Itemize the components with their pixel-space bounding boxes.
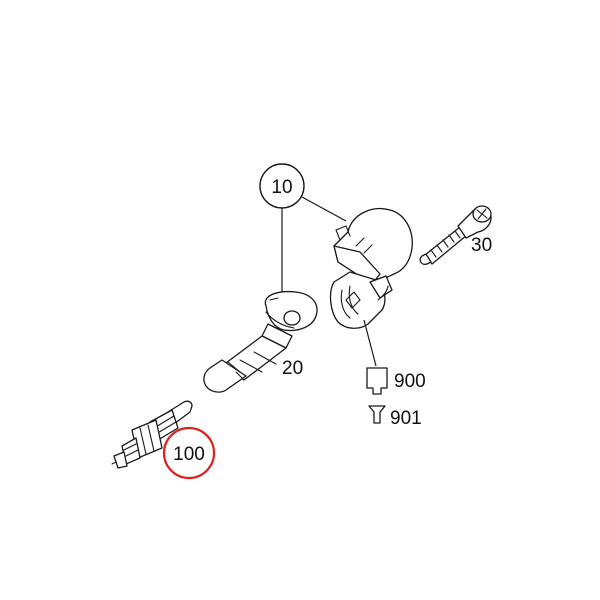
callout-100-highlight[interactable]: 100 (162, 426, 216, 480)
callout-10[interactable]: 10 (259, 163, 305, 209)
callout-100-label: 100 (173, 444, 205, 465)
leader-coil-to-900 (363, 319, 377, 367)
callout-30-label: 30 (471, 235, 492, 256)
callout-900-label: 900 (394, 371, 426, 392)
terminal-part-901 (368, 405, 386, 424)
spark-plug-part-100 (111, 400, 193, 469)
ignition-coil-part-10 (329, 208, 413, 329)
callout-901-label: 901 (390, 408, 422, 429)
callout-20-label: 20 (282, 358, 303, 379)
coil-boot-part-20 (203, 290, 318, 393)
bolt-part-30 (419, 205, 492, 265)
connector-part-900 (366, 367, 388, 395)
leader-10-to-coil (301, 196, 347, 222)
callout-10-label: 10 (271, 177, 292, 198)
